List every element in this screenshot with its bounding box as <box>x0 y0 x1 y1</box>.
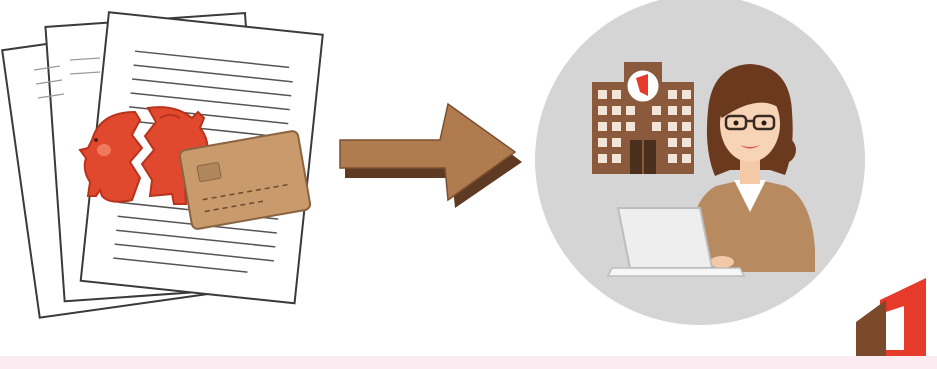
bottom-strip <box>0 356 937 369</box>
brand-logo-icon <box>856 278 926 356</box>
arrow-right-icon <box>340 104 522 208</box>
